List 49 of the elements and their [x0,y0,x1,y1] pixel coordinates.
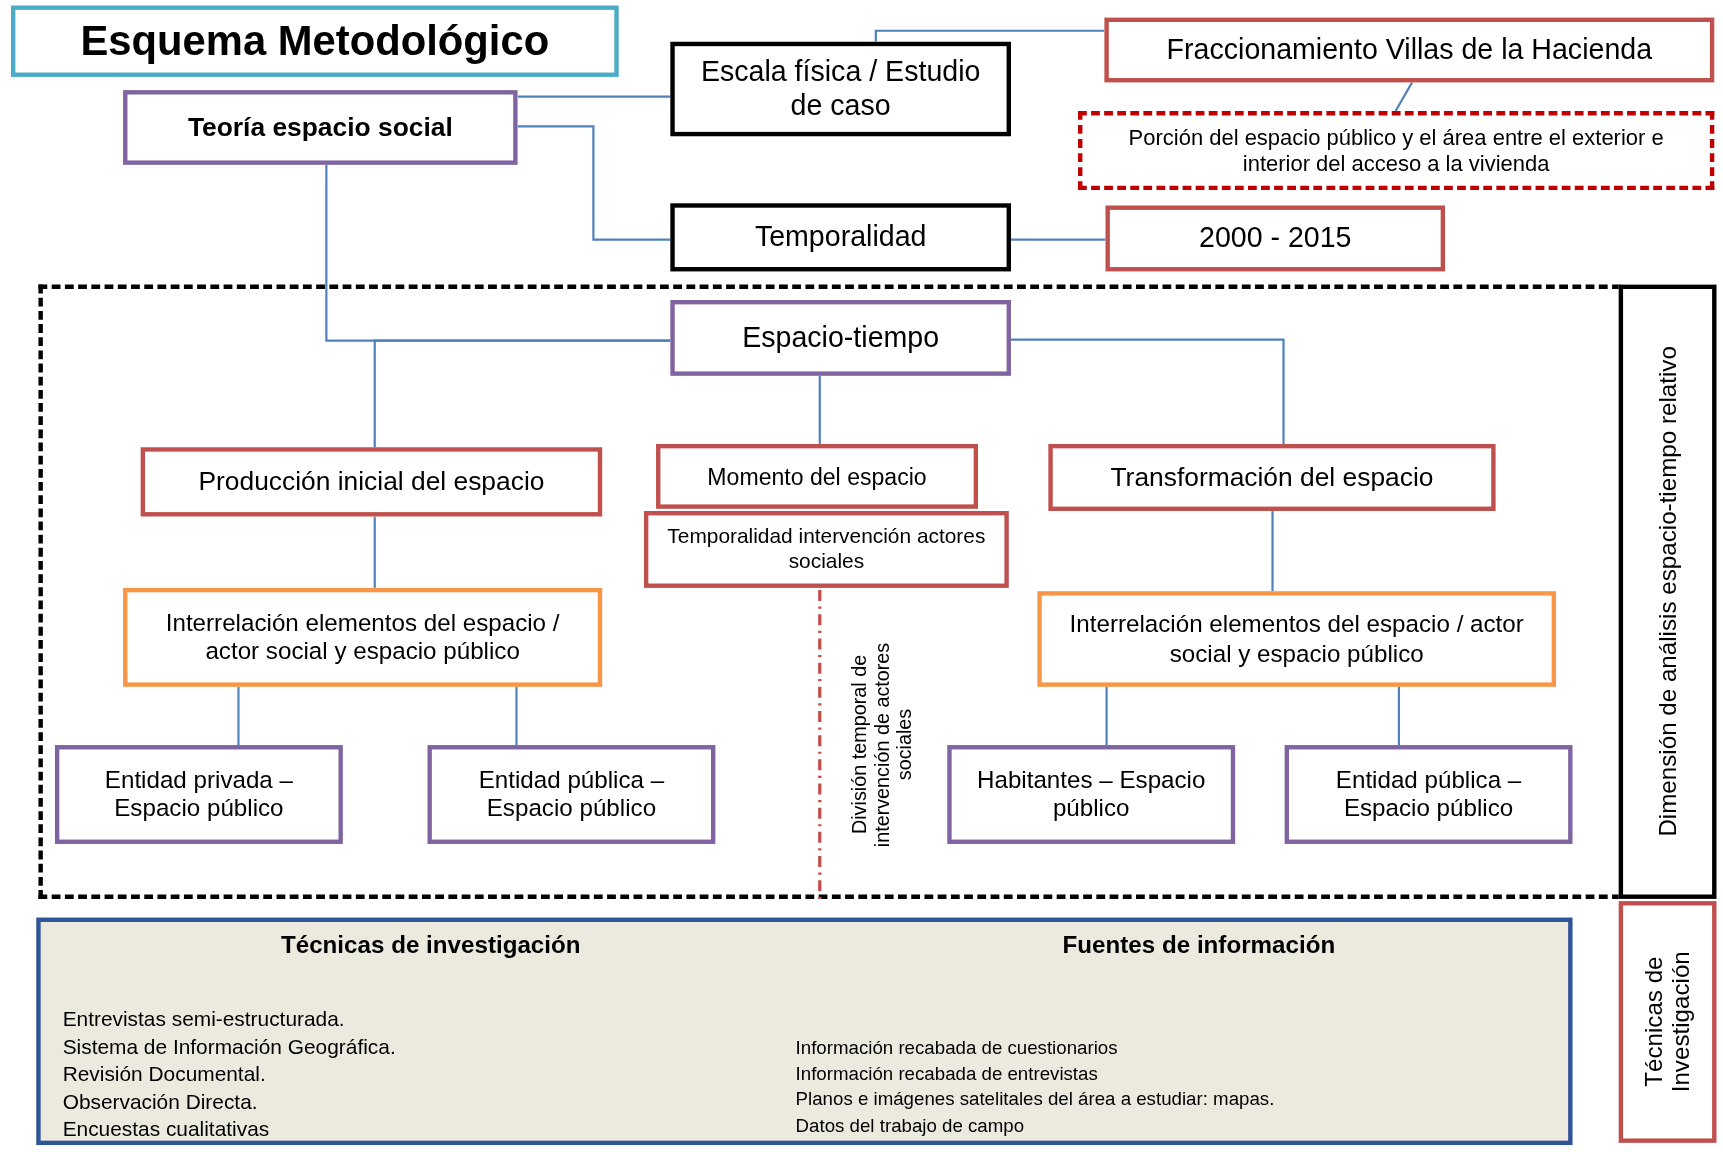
connector-line [517,95,671,98]
concept-box: Temporalidad intervención actores sociales [643,511,1009,588]
connector-line [373,516,376,588]
connector-line [1271,511,1274,592]
column-heading: Fuentes de información [1061,930,1337,960]
list-item: Planos e imágenes satelitales del área a estudiar: mapas. [795,1089,1275,1112]
connector-line [1105,686,1108,746]
concept-box: Fraccionamiento Villas de la Hacienda [1104,17,1715,83]
connector-line [1394,81,1414,112]
title-box: Esquema Metodológico [11,5,619,77]
connector-line [517,125,671,241]
concept-box: Temporalidad [670,203,1011,272]
concept-box: Transformación del espacio [1048,443,1496,511]
connector-line [874,29,1105,42]
connector-line [1397,686,1400,746]
vertical-label: Dimensión de análisis espacio-tiempo relativo [1653,346,1682,837]
list-item: Entrevistas semi-estructurada. [62,1007,345,1033]
concept-box: Momento del espacio [656,443,978,509]
vertical-label: Técnicas de Investigación [1639,950,1696,1095]
list-item: Encuestas cualitativas [62,1117,270,1143]
list-item: Observación Directa. [62,1090,258,1116]
column-heading: Técnicas de investigación [279,930,582,960]
list-item: Información recabada de entrevistas [795,1063,1098,1086]
connector-line [1011,338,1285,444]
connector-line [515,686,518,746]
connector-line [1011,238,1106,241]
connector-line [373,339,671,448]
concept-box: Producción inicial del espacio [140,447,603,517]
concept-box: 2000 - 2015 [1105,205,1446,272]
connector-line [237,686,240,746]
list-item: Información recabada de cuestionarios [795,1037,1118,1060]
list-item: Datos del trabajo de campo [795,1114,1025,1138]
list-item: Revisión Documental. [62,1062,266,1088]
info-panel [36,917,1573,1146]
rotated-note: División temporal de intervención de actores sociales [848,641,917,849]
connector-line [818,375,821,444]
concept-box: Entidad pública – Espacio público [1284,745,1573,844]
concept-box: Entidad privada – Espacio público [54,745,343,844]
list-item: Sistema de Información Geográfica. [62,1035,396,1061]
side-panel [1618,284,1717,899]
concept-box: Teoría espacio social [123,90,518,165]
concept-box: Porción del espacio público y el área entre el exterior e interior del acceso a la vivienda [1078,111,1715,191]
concept-box: Habitantes – Espacio público [947,745,1236,844]
concept-box: Espacio-tiempo [670,300,1011,376]
concept-box: Interrelación elementos del espacio / actor social y espacio público [123,587,603,687]
concept-box: Entidad pública – Espacio público [427,745,716,844]
side-panel [1618,901,1717,1143]
concept-box: Escala física / Estudio de caso [670,41,1011,137]
concept-box: Interrelación elementos del espacio / actor social y espacio público [1037,591,1557,687]
